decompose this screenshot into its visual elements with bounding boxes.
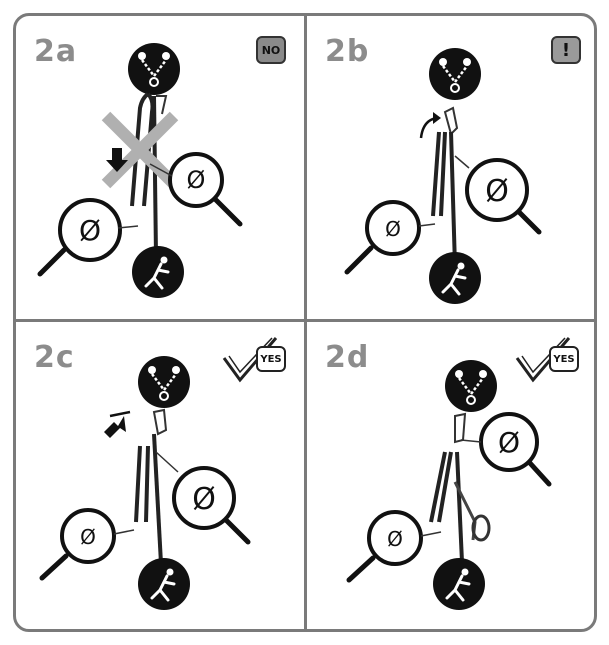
panel-label: 2c xyxy=(34,340,75,375)
arrow-icon xyxy=(106,148,128,172)
yes-mark: YES xyxy=(513,336,583,386)
magnifier-icon: Ø xyxy=(149,152,243,227)
horizontal-divider xyxy=(13,319,597,322)
anchor-chain-icon xyxy=(138,356,190,408)
panel-label: 2b xyxy=(325,34,370,69)
panel-2d-drawing: Ø Ø xyxy=(346,360,552,610)
vertical-divider xyxy=(304,13,307,632)
lens-label: Ø xyxy=(385,217,401,241)
panel-2a: Ø Ø 2a NO xyxy=(14,16,304,318)
magnifier-icon: Ø xyxy=(37,198,139,277)
climber-icon xyxy=(433,558,485,610)
lens-label: Ø xyxy=(187,166,206,194)
panel-label: 2d xyxy=(325,340,370,375)
climber-icon xyxy=(429,252,481,304)
yes-badge: YES xyxy=(549,346,579,372)
lens-label: Ø xyxy=(192,482,216,517)
panel-label: 2a xyxy=(34,34,78,69)
yes-badge: YES xyxy=(256,346,286,372)
lens-label: Ø xyxy=(79,214,101,247)
climber-icon xyxy=(138,558,190,610)
anchor-chain-icon xyxy=(429,48,481,100)
arrow-icon xyxy=(104,410,131,438)
panel-2c-drawing: Ø Ø xyxy=(39,356,251,610)
magnifier-icon: Ø xyxy=(39,508,135,581)
magnifier-icon: Ø xyxy=(460,412,552,487)
yes-mark: YES xyxy=(220,336,290,386)
panel-2b-drawing: Ø Ø xyxy=(344,48,542,304)
panel-2b: Ø Ø 2b ! xyxy=(305,16,595,318)
lens-label: Ø xyxy=(485,174,509,209)
anchor-chain-icon xyxy=(128,43,180,95)
magnifier-icon: Ø xyxy=(344,200,436,275)
magnifier-icon: Ø xyxy=(346,510,442,583)
magnifier-icon: Ø xyxy=(155,451,251,545)
anchor-chain-icon xyxy=(445,360,497,412)
lens-label: Ø xyxy=(387,527,403,551)
magnifier-icon: Ø xyxy=(454,155,542,235)
panel-2d: Ø Ø 2d YES xyxy=(305,322,595,624)
no-badge: NO xyxy=(256,36,286,64)
warning-badge: ! xyxy=(551,36,581,64)
panel-2c: Ø Ø 2c YES xyxy=(14,322,304,624)
lens-label: Ø xyxy=(498,426,520,459)
climber-icon xyxy=(132,246,184,298)
panel-2a-drawing: Ø Ø xyxy=(37,43,243,298)
lens-label: Ø xyxy=(80,525,96,549)
cross-mark-icon xyxy=(101,111,179,189)
